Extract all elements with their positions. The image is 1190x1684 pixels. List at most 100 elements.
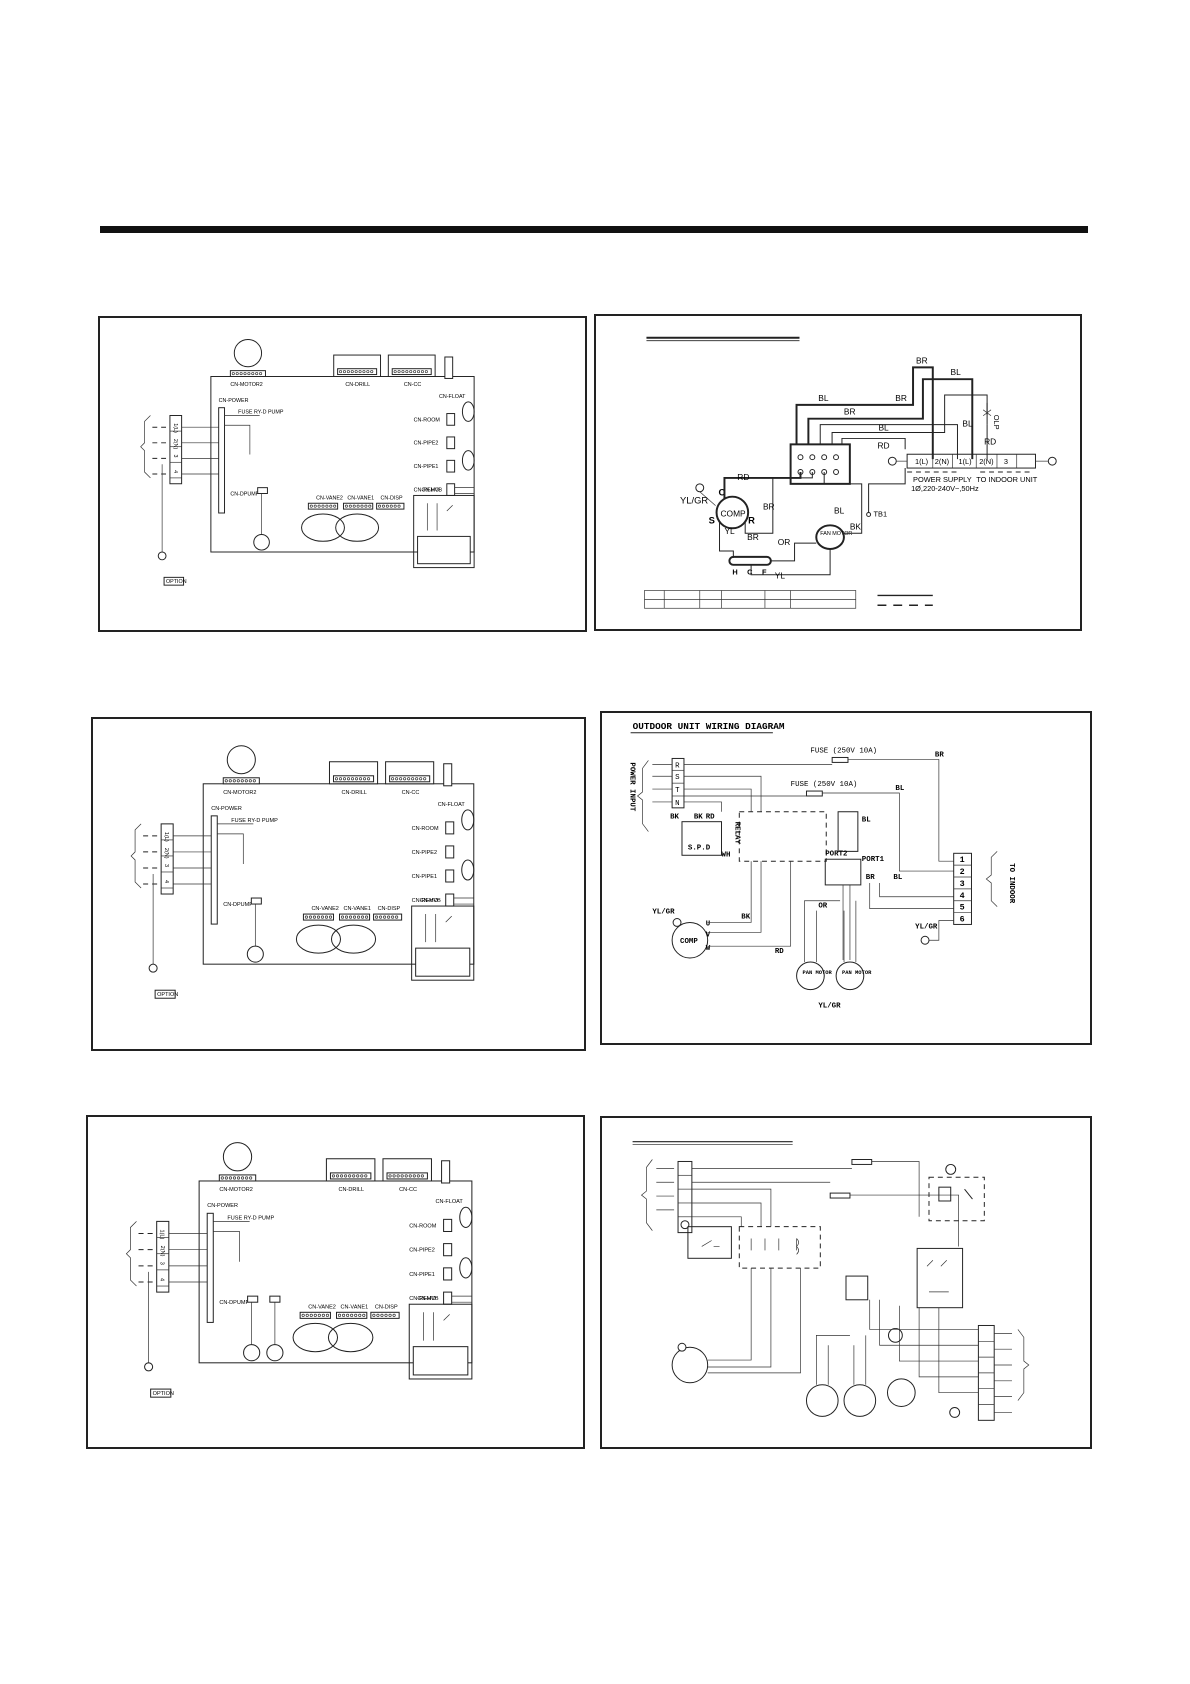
port1-label: PORT1 xyxy=(862,856,885,864)
terminal-2: 2(N) xyxy=(159,1246,165,1257)
motor-3 xyxy=(887,1378,916,1407)
ground-icon xyxy=(1047,456,1057,466)
cn-dpump-label: CN-DPUMP xyxy=(230,491,259,497)
comp-pin-v: V xyxy=(706,931,711,939)
cn-vane2-label: CN-VANE2 xyxy=(316,495,343,501)
cn-pipe1-label: CN-PIPE1 xyxy=(412,874,437,880)
wire-label-rd: RD xyxy=(737,472,749,482)
wire-label-br: BR xyxy=(895,393,907,403)
fuse-pump-label: FUSE RY-D PUMP xyxy=(238,410,284,416)
ground-icon xyxy=(144,1362,154,1372)
cn-drill-label: CN-DRILL xyxy=(339,1187,365,1193)
cn-cc-label: CN-CC xyxy=(402,790,420,796)
diagram-title: OUTDOOR UNIT WIRING DIAGRAM xyxy=(633,721,785,732)
vane-motor xyxy=(335,513,380,542)
fan-motor-label: FAN MOTOR xyxy=(820,531,852,537)
cn-pipe1-label: CN-PIPE1 xyxy=(409,1272,435,1278)
hvb-block xyxy=(413,494,475,569)
fuse-pump-label: FUSE RY-D PUMP xyxy=(227,1215,274,1221)
comp-yl-gr-label: YL/GR xyxy=(652,909,675,917)
wire-label-bl: BL xyxy=(818,393,829,403)
run-capacitor xyxy=(728,555,772,566)
fan-motor-2 xyxy=(843,1384,877,1417)
ground-icon xyxy=(148,963,158,973)
cn-motor2-label: CN-MOTOR2 xyxy=(223,790,256,796)
ground-icon xyxy=(677,1342,687,1352)
vane-motor xyxy=(330,924,377,954)
terminal-2: 2 xyxy=(960,867,965,877)
wire-label-rd: RD xyxy=(877,440,889,450)
cn-vane1-connector xyxy=(339,913,371,921)
to-indoor-label: TO INDOOR UNIT xyxy=(976,475,1038,484)
relay-block xyxy=(738,1226,821,1269)
wire-label-wh: WH xyxy=(722,851,731,859)
terminal-3: 3 xyxy=(172,455,178,458)
wire-label-br: BR xyxy=(844,407,856,417)
cn-room-label: CN-ROOM xyxy=(414,417,441,423)
aux-pump xyxy=(266,1344,284,1362)
room-sensor xyxy=(461,401,475,422)
tb1-label: TB1 xyxy=(874,509,888,518)
ground-icon xyxy=(945,1163,957,1175)
cn-float-label: CN-FLOAT xyxy=(439,394,466,400)
drain-pump xyxy=(253,533,270,551)
cn-remo-label: CN-REMO xyxy=(412,898,439,904)
fan-motor xyxy=(226,745,256,775)
wire-label-br: BR xyxy=(916,355,928,365)
outdoor-three-phase-diagram: OUTDOOR UNIT WIRING DIAGRAM POWER INPUT … xyxy=(628,721,1015,1011)
drain-pump xyxy=(243,1344,261,1362)
tb-terminal-5: 3 xyxy=(1004,457,1008,466)
protector-block xyxy=(928,1176,985,1222)
cn-dpump-label: CN-DPUMP xyxy=(223,902,253,908)
cn-power-label: CN-POWER xyxy=(207,1203,238,1209)
fuse-1 xyxy=(851,1159,873,1165)
terminal-1: 1(L) xyxy=(163,832,169,842)
indoor-terminal-block xyxy=(953,852,972,925)
wire-label-bl: BL xyxy=(895,785,904,793)
compressor xyxy=(671,1346,709,1384)
terminal-yl-gr-label: YL/GR xyxy=(915,923,938,931)
cn-vane1-label: CN-VANE1 xyxy=(341,1304,369,1310)
cn-pipe2-label: CN-PIPE2 xyxy=(414,441,439,447)
cn-motor2-label: CN-MOTOR2 xyxy=(219,1187,253,1193)
cn-cc-label: CN-CC xyxy=(404,382,421,388)
fuse-2 xyxy=(829,1192,851,1199)
output-terminal-block xyxy=(977,1324,995,1421)
terminal-1: 1 xyxy=(960,855,965,865)
option-label: OPTION xyxy=(157,992,178,998)
fan-motor-1 xyxy=(805,1384,839,1417)
cn-dpump-label: CN-DPUMP xyxy=(219,1300,249,1306)
terminal-5: 5 xyxy=(960,903,965,913)
cn-room-label: CN-ROOM xyxy=(412,826,439,832)
cn-vane1-label: CN-VANE1 xyxy=(344,906,371,912)
spd-label: S.P.D xyxy=(688,844,711,852)
legend-table xyxy=(644,590,933,609)
fuse1-label: FUSE (250V 10A) xyxy=(810,748,877,756)
power-supply-label: POWER SUPPLY xyxy=(913,475,972,484)
cn-disp-label: CN-DISP xyxy=(381,495,403,501)
fan-motor-1-label: PAN MOTOR xyxy=(803,969,833,976)
cn-pipe2-label: CN-PIPE2 xyxy=(409,1248,435,1254)
spd-block xyxy=(681,821,723,856)
phase-terminal-block xyxy=(671,757,685,809)
power-terminal-block xyxy=(160,823,174,895)
option-label: OPTION xyxy=(153,1391,174,1397)
terminal-1: 1(L) xyxy=(159,1229,165,1239)
outdoor-single-phase-panel: OLP 1(L) 2(N) 1(L) 2(N) 3 BR BL BL BR BR… xyxy=(594,314,1082,631)
cn-vane1-label: CN-VANE1 xyxy=(347,495,374,501)
spd-block xyxy=(687,1226,732,1259)
port2-label: PORT2 xyxy=(825,850,848,858)
wire-label-bk: BK xyxy=(694,814,703,822)
ground-icon xyxy=(920,935,930,945)
aux-relay-block xyxy=(916,1247,964,1309)
wire-label-br: BR xyxy=(866,874,875,882)
wire-label-br: BR xyxy=(763,502,775,512)
terminal-4: 4 xyxy=(163,880,169,883)
phase-n: N xyxy=(675,800,679,808)
wire-label-bl: BL xyxy=(862,817,871,825)
fan-motor-1 xyxy=(796,961,825,991)
cn-vane1-connector xyxy=(336,1311,368,1319)
tb-terminal-4: 2(N) xyxy=(979,457,993,466)
